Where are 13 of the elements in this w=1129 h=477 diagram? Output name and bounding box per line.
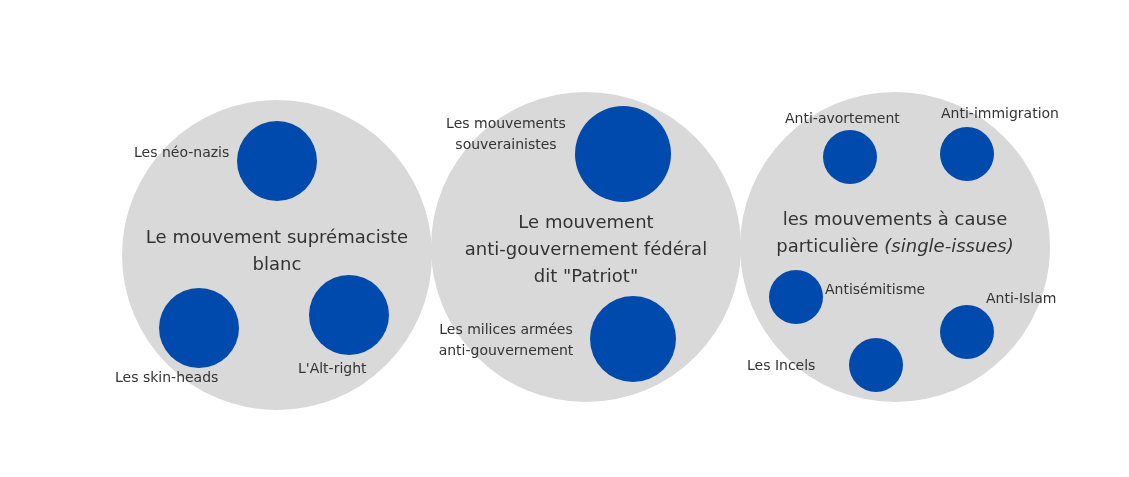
- bubble-label: Antisémitisme: [825, 279, 926, 299]
- bubble-label: Anti-immigration: [941, 103, 1059, 123]
- bubble-label: Anti-avortement: [785, 108, 900, 128]
- group-title: les mouvements à cause particulière (single-issues): [775, 207, 1015, 258]
- bubble-label: Les mouvements souverainistes: [445, 114, 567, 154]
- bubble-label: Les néo-nazis: [134, 142, 230, 162]
- bubble-label: Les Incels: [747, 355, 816, 375]
- group-title: Le mouvement anti-gouvernement fédéral dit "Patriot": [463, 209, 709, 288]
- bubble-label: Les skin-heads: [115, 367, 219, 387]
- bubble-label: L'Alt-right: [298, 358, 367, 378]
- bubble-label: Les milices armées anti-gouvernement: [437, 320, 575, 360]
- bubble-label: Anti-Islam: [986, 288, 1057, 308]
- group-title: Le mouvement suprémaciste blanc: [144, 225, 410, 276]
